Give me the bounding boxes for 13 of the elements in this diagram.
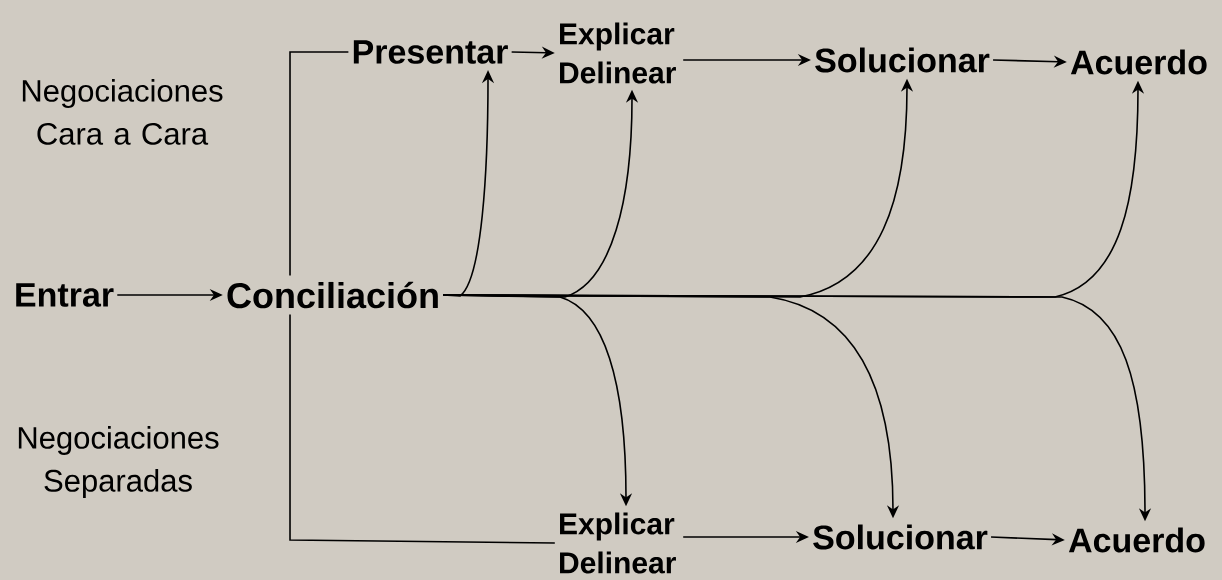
step-label: Explicar Delinear	[560, 22, 676, 84]
step-label: Solucionar	[815, 47, 990, 73]
group-label: Negociaciones Cara a Cara	[22, 79, 223, 145]
step-label: Entrar	[16, 283, 114, 307]
step-label: Conciliación	[227, 281, 438, 309]
step-label: Presentar	[353, 40, 508, 64]
group-label: Negociaciones Separadas	[18, 426, 219, 498]
step-label: Acuerdo	[1070, 49, 1207, 75]
step-label: Solucionar	[813, 524, 988, 550]
bracket-line	[289, 313, 556, 544]
step-label: Explicar Delinear	[560, 512, 676, 574]
bracket-line	[289, 51, 350, 277]
step-label: Acuerdo	[1068, 527, 1205, 553]
